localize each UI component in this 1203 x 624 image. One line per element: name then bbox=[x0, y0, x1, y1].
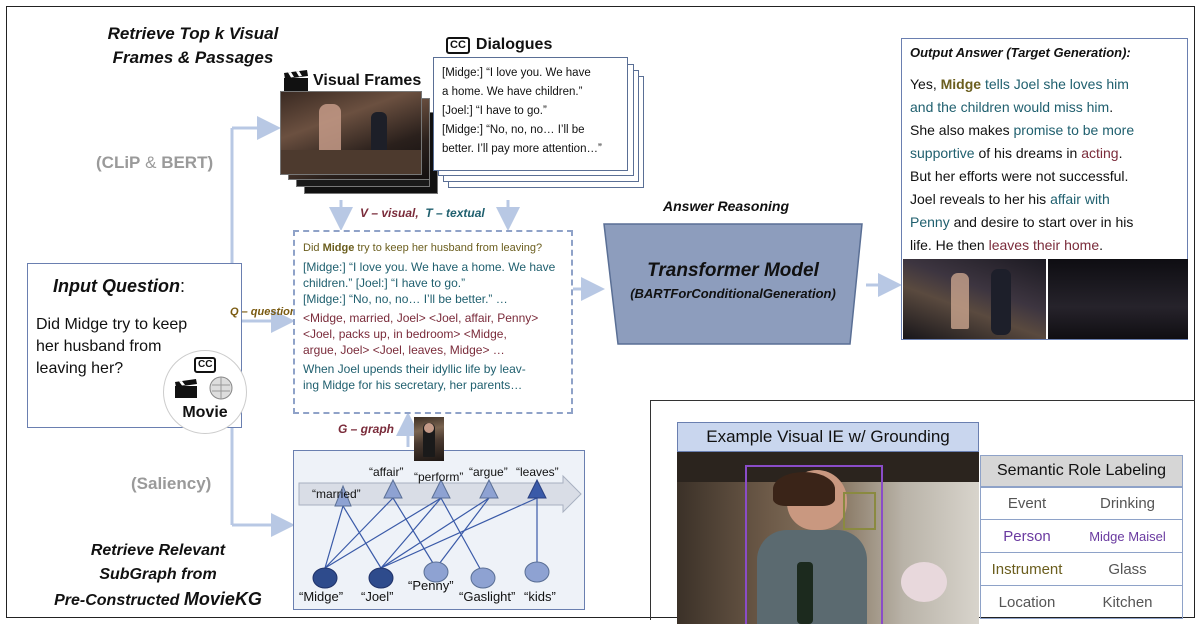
context-triples-2: <Joel, packs up, in bedroom> <Midge, bbox=[303, 327, 507, 341]
q-label: Q – question bbox=[230, 306, 297, 318]
retrieve-topk-heading: Retrieve Top k Visual Frames & Passages bbox=[88, 22, 298, 70]
answer-reasoning-label: Answer Reasoning bbox=[663, 198, 790, 214]
dialogues-heading: CC Dialogues bbox=[446, 36, 552, 54]
retrieve-topk-line1: Retrieve Top k Visual bbox=[107, 24, 279, 43]
transformer-model-shape bbox=[603, 223, 863, 345]
srl-row: Person Midge Maisel bbox=[980, 520, 1183, 553]
transformer-model-impl: (BARTForConditionalGeneration) bbox=[630, 286, 836, 301]
context-dialogue-1: [Midge:] “I love you. We have a home. We… bbox=[303, 260, 556, 290]
kg-entity-label: “Penny” bbox=[408, 578, 454, 593]
dialogue-line: [Midge:] “No, no, no… I’ll be bbox=[442, 124, 585, 136]
kg-event-label: “argue” bbox=[469, 465, 508, 479]
context-question: Did Midge try to keep her husband from l… bbox=[303, 242, 543, 254]
retrieve-topk-line2: Frames & Passages bbox=[112, 48, 274, 67]
context-box: Did Midge try to keep her husband from l… bbox=[293, 230, 573, 414]
perform-frame-thumbnail bbox=[414, 417, 444, 461]
visual-ie-title: Example Visual IE w/ Grounding bbox=[677, 422, 979, 452]
srl-row: Location Kitchen bbox=[980, 586, 1183, 619]
dialogue-line: better. I’ll pay more attention…” bbox=[442, 143, 602, 155]
visual-ie-panel bbox=[650, 400, 1195, 620]
output-answer-text: Yes, Midge tells Joel she loves him and … bbox=[910, 76, 1135, 253]
dialogue-line: [Midge:] “I love you. We have bbox=[442, 67, 591, 79]
dialogue-card: [Midge:] “I love you. We have a home. We… bbox=[433, 57, 628, 171]
dialogue-line: [Joel:] “I have to go.” bbox=[442, 105, 547, 117]
srl-table: Event Drinking Person Midge Maisel Instr… bbox=[980, 487, 1183, 619]
kg-entity-label: “Midge” bbox=[299, 589, 344, 604]
closed-caption-icon: CC bbox=[194, 357, 217, 373]
wikipedia-globe-icon bbox=[209, 376, 233, 400]
clapperboard-icon bbox=[175, 379, 197, 398]
srl-row: Instrument Glass bbox=[980, 553, 1183, 586]
output-answer-box: Output Answer (Target Generation): Yes, … bbox=[901, 38, 1188, 340]
input-question-title: Input Question bbox=[53, 276, 180, 296]
closed-caption-icon: CC bbox=[446, 36, 470, 54]
glass-bounding-box bbox=[843, 492, 876, 530]
context-triples-3: argue, Joel> <Joel, leaves, Midge> … bbox=[303, 343, 505, 357]
vt-label: V – visual, T – textual bbox=[360, 206, 485, 220]
kg-event-label: “perform” bbox=[414, 470, 464, 484]
output-frame-2 bbox=[1048, 259, 1188, 339]
kg-event-label: “leaves” bbox=[516, 465, 559, 479]
visual-frames-heading: Visual Frames bbox=[283, 70, 421, 92]
context-passage-2: ing Midge for his secretary, her parents… bbox=[303, 378, 523, 392]
kg-event-label: “affair” bbox=[369, 465, 404, 479]
dialogue-line: a home. We have children.” bbox=[442, 86, 583, 98]
visual-frames-label: Visual Frames bbox=[313, 72, 422, 89]
kg-entity-label: “Joel” bbox=[361, 589, 394, 604]
kg-graph bbox=[298, 474, 582, 589]
kg-event-label: “married” bbox=[312, 487, 361, 501]
input-question-text: Did Midge try to keep her husband from l… bbox=[36, 316, 188, 377]
output-answer-title: Output Answer (Target Generation): bbox=[910, 45, 1131, 60]
figure-border bbox=[6, 6, 1195, 618]
context-triples-1: <Midge, married, Joel> <Joel, affair, Pe… bbox=[303, 311, 539, 325]
clip-bert-label: (CLiP & BERT) bbox=[96, 153, 214, 172]
person-bounding-box bbox=[745, 465, 883, 624]
srl-title: Semantic Role Labeling bbox=[980, 455, 1183, 487]
g-label: G – graph bbox=[338, 422, 395, 436]
srl-row: Event Drinking bbox=[980, 487, 1183, 520]
movie-label: Movie bbox=[182, 404, 228, 421]
retrieve-subgraph-heading: Retrieve Relevant SubGraph from Pre-Cons… bbox=[54, 542, 262, 609]
kg-entity-label: “Gaslight” bbox=[459, 589, 516, 604]
output-frame-1 bbox=[903, 259, 1046, 339]
saliency-label: (Saliency) bbox=[131, 474, 212, 493]
context-passage-1: When Joel upends their idyllic life by l… bbox=[303, 362, 526, 376]
kg-entity-label: “kids” bbox=[524, 589, 556, 604]
transformer-model-title: Transformer Model bbox=[647, 260, 819, 281]
movie-badge: CC Movie bbox=[163, 350, 247, 434]
clapperboard-icon bbox=[284, 70, 308, 91]
visual-ie-image bbox=[677, 452, 979, 624]
dialogues-label: Dialogues bbox=[475, 36, 553, 53]
visual-frame-image bbox=[280, 91, 422, 175]
context-dialogue-2: [Midge:] “No, no, no… I’ll be better.” … bbox=[303, 292, 508, 306]
